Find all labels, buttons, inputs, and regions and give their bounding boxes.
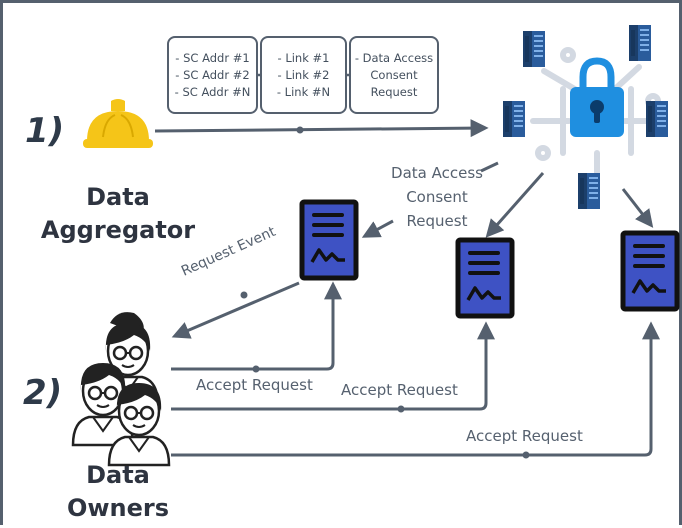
server-icon (578, 173, 600, 209)
aggregator-to-network-arrow (154, 119, 489, 138)
accept-request-label-2: Accept Request (341, 381, 458, 399)
consent-label-line: Data Access (391, 164, 483, 182)
sc-address-box: - SC Addr #1 - SC Addr #2 - SC Addr #N (167, 36, 258, 114)
accept-flow-1 (171, 281, 342, 373)
diagram-graphics (71, 25, 682, 467)
network-to-doc3-arrow (621, 188, 654, 228)
lock-icon (570, 57, 624, 137)
step-1-label: 1) (25, 111, 65, 151)
aggregator-label-line: Data (86, 183, 150, 211)
helmet-icon (83, 99, 153, 148)
owners-label: Data Owners (18, 459, 218, 525)
box-line: - SC Addr #1 (175, 50, 250, 65)
server-icon (646, 101, 668, 137)
accept-request-label-1: Accept Request (196, 376, 313, 394)
aggregator-label-line: Aggregator (40, 216, 196, 244)
box-line: Request (370, 84, 418, 99)
server-icon (629, 25, 651, 61)
accept-flow-3 (171, 321, 660, 459)
network-to-doc2-arrow (485, 172, 545, 238)
accept-flow-2 (171, 321, 495, 413)
document-icon (302, 202, 356, 278)
document-icon (623, 233, 677, 309)
consent-label-tick (480, 161, 499, 173)
box-line: - SC Addr #2 (175, 67, 250, 82)
server-icon (523, 31, 545, 67)
owners-label-line: Data (86, 461, 150, 489)
box-line: - Data Access (354, 50, 434, 65)
step-2-label: 2) (23, 373, 63, 413)
box-line: Consent (370, 67, 418, 82)
document-icon (458, 240, 512, 316)
box-line: - Link #N (276, 84, 331, 99)
aggregator-label: Data Aggregator (18, 181, 218, 247)
accept-request-label-3: Accept Request (466, 427, 583, 445)
links-box: - Link #1 - Link #2 - Link #N (260, 36, 347, 114)
consent-request-box: - Data Access Consent Request (349, 36, 439, 114)
hub-connections (530, 47, 661, 178)
consent-label-line: Consent (406, 188, 468, 206)
consent-label-line: Request (406, 212, 468, 230)
consent-request-label: Data Access Consent Request (389, 161, 485, 233)
request-event-arrow (171, 281, 300, 339)
box-line: - Link #2 (277, 67, 330, 82)
box-line: - Link #1 (277, 50, 330, 65)
owners-label-line: Owners (66, 494, 170, 522)
box-line: - SC Addr #N (174, 84, 251, 99)
consent-arrow (361, 219, 394, 238)
server-icon (503, 101, 525, 137)
person-icon (96, 312, 160, 407)
